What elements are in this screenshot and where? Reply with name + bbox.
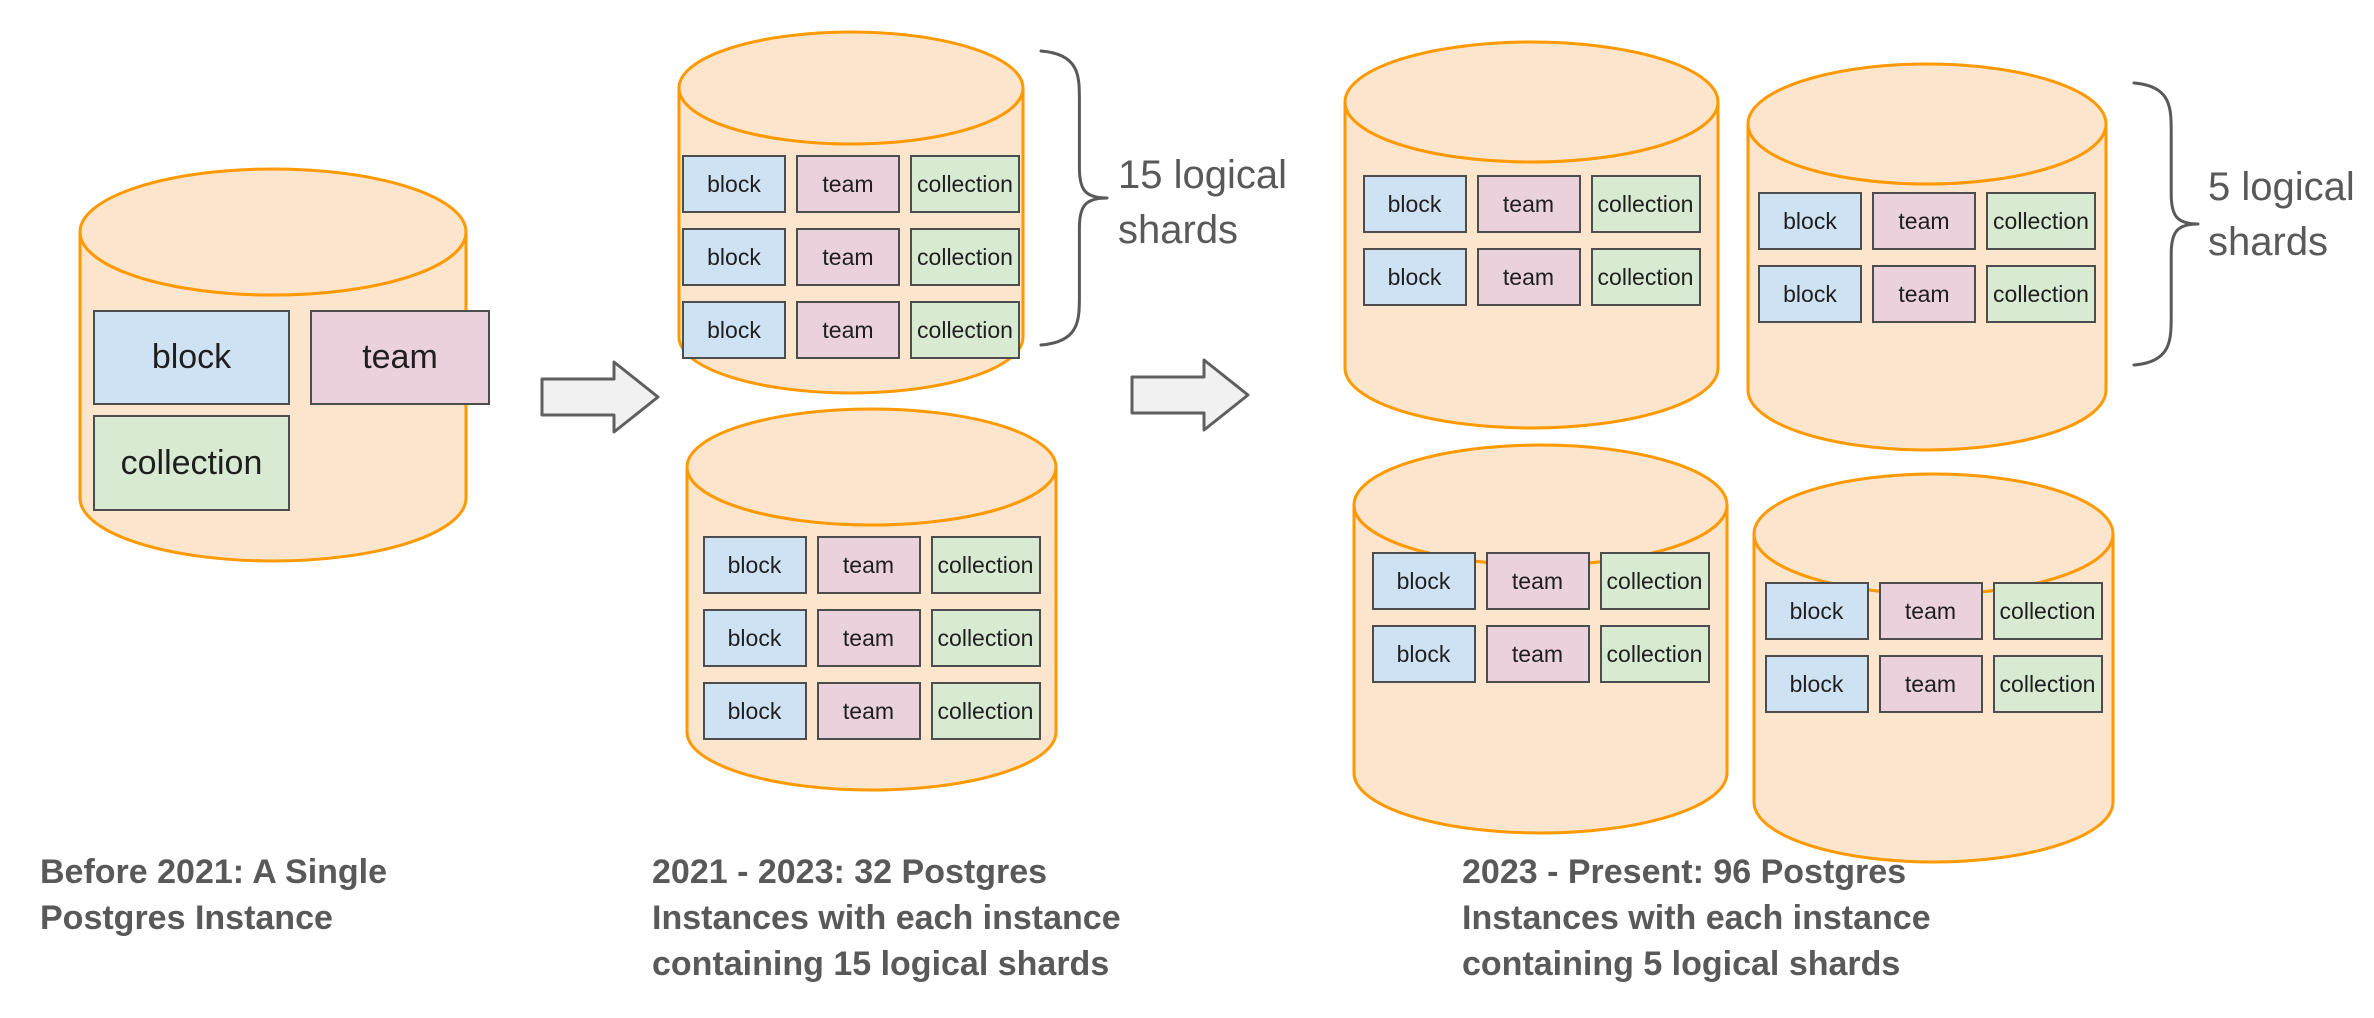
table-box-block: block xyxy=(702,682,807,740)
table-box-team: team xyxy=(1485,625,1590,683)
table-box-team: team xyxy=(1878,582,1983,640)
table-box-block: block xyxy=(1371,625,1476,683)
right-arrow-shape xyxy=(540,360,660,434)
table-box-collection: collection xyxy=(910,301,1020,359)
table-box-block: block xyxy=(702,536,807,594)
stage-caption-2021-2023: 2021 - 2023: 32 Postgres Instances with … xyxy=(652,853,1121,983)
curly-brace-shape xyxy=(2132,81,2200,367)
table-box-team: team xyxy=(1476,248,1581,306)
table-box-collection: collection xyxy=(93,415,290,511)
table-box-team: team xyxy=(816,609,921,667)
table-box-team: team xyxy=(1878,655,1983,713)
table-box-team: team xyxy=(816,536,921,594)
table-box-collection: collection xyxy=(1986,192,2096,250)
table-box-block: block xyxy=(1362,248,1467,306)
table-box-collection: collection xyxy=(930,609,1041,667)
table-box-block: block xyxy=(1758,192,1862,250)
transition-arrow-icon xyxy=(540,358,662,436)
table-box-team: team xyxy=(1872,192,1976,250)
table-box-collection: collection xyxy=(1590,175,1701,233)
curly-brace-icon xyxy=(2128,80,2200,368)
transition-arrow-icon xyxy=(1130,356,1252,434)
table-box-team: team xyxy=(310,310,490,405)
table-box-block: block xyxy=(1371,552,1476,610)
table-box-team: team xyxy=(796,228,900,286)
table-box-collection: collection xyxy=(930,536,1041,594)
table-box-collection: collection xyxy=(1992,582,2103,640)
table-box-collection: collection xyxy=(1590,248,1701,306)
curly-brace-icon xyxy=(1035,48,1109,348)
table-box-team: team xyxy=(1485,552,1590,610)
table-box-block: block xyxy=(93,310,290,405)
right-arrow-shape xyxy=(1130,358,1250,432)
table-box-block: block xyxy=(682,228,786,286)
table-box-block: block xyxy=(1758,265,1862,323)
table-box-collection: collection xyxy=(1992,655,2103,713)
table-box-block: block xyxy=(1362,175,1467,233)
table-box-block: block xyxy=(702,609,807,667)
table-box-team: team xyxy=(796,301,900,359)
brace-label-5-logical-shards: 5 logical shards xyxy=(2208,165,2355,265)
table-box-collection: collection xyxy=(910,155,1020,213)
table-box-team: team xyxy=(796,155,900,213)
table-box-collection: collection xyxy=(1599,625,1710,683)
table-box-team: team xyxy=(816,682,921,740)
table-box-collection: collection xyxy=(930,682,1041,740)
table-box-block: block xyxy=(1764,582,1869,640)
brace-label-15-logical-shards: 15 logical shards xyxy=(1118,153,1288,253)
stage-caption-before-2021: Before 2021: A Single Postgres Instance xyxy=(40,853,388,937)
table-box-block: block xyxy=(682,301,786,359)
table-box-block: block xyxy=(1764,655,1869,713)
table-box-collection: collection xyxy=(1986,265,2096,323)
table-box-collection: collection xyxy=(910,228,1020,286)
table-box-collection: collection xyxy=(1599,552,1710,610)
curly-brace-shape xyxy=(1039,49,1109,347)
table-box-team: team xyxy=(1872,265,1976,323)
table-box-team: team xyxy=(1476,175,1581,233)
stage-caption-2023-present: 2023 - Present: 96 Postgres Instances wi… xyxy=(1462,853,1931,983)
table-box-block: block xyxy=(682,155,786,213)
